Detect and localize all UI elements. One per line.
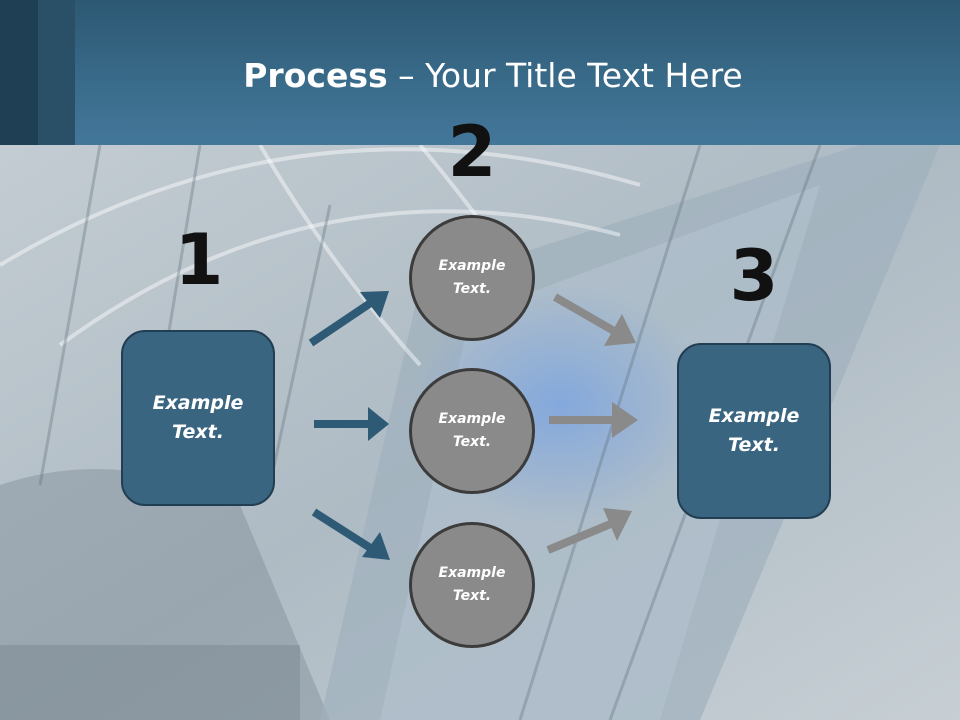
arrow-gray-down-head: [604, 314, 636, 346]
circle-middle: Example Text.: [409, 368, 535, 494]
title-bold: Process: [243, 56, 388, 95]
arrow-gray-mid-head: [612, 402, 638, 438]
step-number-2: 2: [447, 111, 497, 193]
arrow-gray-up: [546, 519, 615, 554]
header-band: [0, 0, 960, 145]
arrow-gray-down: [553, 293, 616, 335]
circle-middle-text: Example Text.: [438, 411, 506, 450]
right-box: Example Text.: [677, 343, 831, 519]
left-box: Example Text.: [121, 330, 275, 506]
circle-top: Example Text.: [409, 215, 535, 341]
header-stripe-dark: [0, 0, 38, 145]
step-number-1: 1: [174, 219, 224, 301]
title-rest: – Your Title Text Here: [387, 56, 743, 95]
header-stripe-mid: [38, 0, 75, 145]
left-box-text: Example Text.: [152, 392, 244, 443]
step-number-3: 3: [729, 235, 779, 317]
circle-bottom: Example Text.: [409, 522, 535, 648]
circle-top-text: Example Text.: [438, 258, 506, 297]
arrow-blue-down-head: [362, 532, 390, 560]
slide-title: Process – Your Title Text Here: [0, 54, 960, 98]
arrow-blue-up-head: [360, 291, 389, 318]
arrow-blue-down: [311, 508, 375, 553]
arrow-gray-up-head: [603, 508, 632, 541]
arrow-blue-mid-head: [368, 407, 389, 441]
circle-bottom-text: Example Text.: [438, 565, 506, 604]
arrow-blue-up: [308, 298, 375, 347]
right-box-text: Example Text.: [708, 405, 800, 456]
